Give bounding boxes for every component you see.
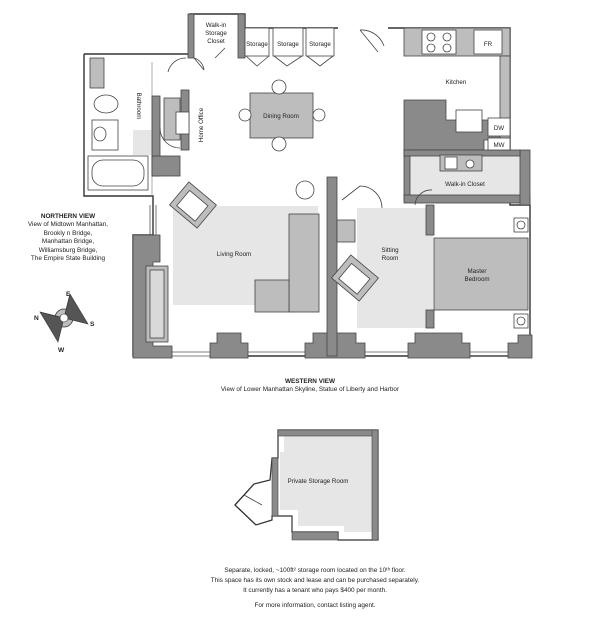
window-piers — [132, 234, 533, 359]
label-fr: FR — [484, 41, 493, 48]
label-bathroom: Bathroom — [135, 93, 142, 120]
western-view-line: View of Lower Manhattan Skyline, Statue … — [220, 386, 400, 394]
label-master-bedroom-2: Bedroom — [464, 276, 489, 283]
note-line-1: Separate, locked, ~100ft² storage room l… — [224, 567, 406, 574]
label-walk-in-storage-3: Closet — [207, 38, 225, 45]
label-sitting-room-2: Room — [382, 255, 399, 262]
northern-view: NORTHERN VIEW View of Midtown Manhattan,… — [22, 213, 114, 263]
label-dining-room: Dining Room — [263, 113, 299, 120]
storage-notes: Separate, locked, ~100ft² storage room l… — [150, 566, 480, 611]
label-walk-in-storage-2: Storage — [205, 30, 227, 37]
note-line-4: For more information, contact listing ag… — [254, 602, 376, 609]
label-sitting-room-1: Sitting — [381, 247, 399, 254]
label-walk-in-closet: Walk-in Closet — [445, 181, 485, 188]
label-mw: MW — [494, 142, 505, 149]
storage-closets — [244, 27, 335, 67]
bedroom-furniture — [433, 217, 529, 329]
note-line-3: It currently has a tenant who pays $400 … — [243, 587, 387, 594]
label-home-office: Home Office — [198, 107, 205, 142]
home-office-desk — [163, 97, 190, 141]
northern-view-line: Brookly n Bridge, — [43, 229, 93, 237]
compass-e: E — [66, 291, 71, 298]
compass — [39, 293, 89, 343]
private-storage-room — [234, 429, 379, 541]
northern-view-line: View of Midtown Manhattan, — [27, 221, 109, 229]
northern-view-line: The Empire State Building — [30, 255, 106, 263]
note-line-2: This space has its own stock and lease a… — [210, 577, 420, 584]
label-living-room: Living Room — [217, 251, 251, 258]
northern-view-title: NORTHERN VIEW — [40, 213, 96, 220]
label-dw: DW — [494, 125, 504, 132]
door-swings — [159, 29, 433, 209]
compass-w: W — [58, 347, 65, 354]
label-storage-3: Storage — [309, 41, 331, 48]
compass-s: S — [90, 321, 95, 328]
label-storage-2: Storage — [277, 41, 299, 48]
label-master-bedroom-1: Master — [468, 268, 487, 275]
label-kitchen: Kitchen — [446, 79, 467, 86]
dining-set — [238, 79, 326, 152]
kitchen-fixtures — [403, 27, 511, 172]
bathroom-fixtures — [87, 57, 149, 191]
western-view: WESTERN VIEW View of Lower Manhattan Sky… — [180, 378, 440, 395]
northern-view-line: Manhattan Bridge, — [41, 238, 95, 246]
living-room-furniture — [145, 180, 320, 343]
label-private-storage-room: Private Storage Room — [288, 478, 349, 485]
label-walk-in-storage-1: Walk-in — [206, 22, 227, 29]
label-storage-1: Storage — [246, 41, 268, 48]
sitting-room-furniture — [331, 219, 379, 302]
northern-view-line: Williamsburg Bridge, — [38, 246, 98, 254]
western-view-title: WESTERN VIEW — [284, 378, 336, 385]
compass-n: N — [34, 315, 39, 322]
